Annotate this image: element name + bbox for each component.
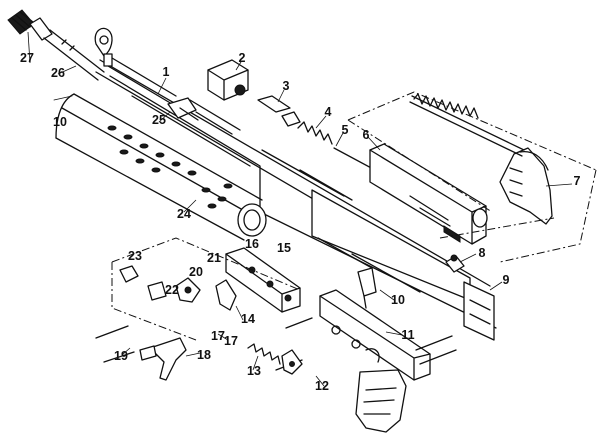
- leader-lines: [27, 31, 573, 387]
- part-number-26: 26: [51, 65, 65, 80]
- part-number-7: 7: [573, 173, 581, 188]
- part-number-11: 11: [401, 327, 415, 342]
- front-sight: [94, 27, 113, 57]
- buttstock: [499, 147, 553, 225]
- part-number-27: 27: [20, 50, 34, 65]
- trigger: [139, 337, 187, 381]
- rear-sight: [445, 254, 465, 273]
- receiver: [95, 59, 497, 341]
- buttstock-plate: [409, 93, 525, 157]
- firing-pin-spring: [297, 121, 333, 145]
- part-number-10-left: 10: [53, 114, 67, 129]
- spring-13: [247, 343, 281, 365]
- part-number-3: 3: [282, 78, 290, 93]
- cocking-handle: [167, 97, 199, 121]
- magazine-catch: [357, 267, 377, 309]
- cocking-tube: [103, 53, 177, 105]
- part-number-17-upper: 17: [224, 333, 238, 348]
- bolt-head-carrier: [207, 59, 249, 101]
- part-number-19: 19: [114, 348, 128, 363]
- barrel: [43, 29, 105, 81]
- part-number-1: 1: [162, 64, 170, 79]
- trigger-group-dashes: [111, 237, 301, 341]
- part-number-17-lower: 17: [211, 328, 225, 343]
- locking-piece: [257, 95, 301, 127]
- part-number-18: 18: [197, 347, 211, 362]
- bolt-carrier: [369, 143, 488, 245]
- hammer: [215, 279, 237, 311]
- part-number-22: 22: [165, 282, 179, 297]
- part-number-6: 6: [362, 127, 370, 142]
- part-number-5: 5: [341, 122, 349, 137]
- part-number-8: 8: [478, 245, 486, 260]
- pistol-grip: [355, 369, 407, 433]
- part-number-16: 16: [245, 236, 259, 251]
- catch-12: [281, 349, 303, 375]
- part-number-23: 23: [128, 248, 142, 263]
- handguard: [55, 93, 267, 241]
- part-number-21: 21: [207, 250, 221, 265]
- flash-hider: [7, 9, 53, 41]
- part-number-2: 2: [238, 50, 246, 65]
- part-number-14: 14: [241, 311, 255, 326]
- part-number-15: 15: [277, 240, 291, 255]
- part-number-20: 20: [189, 264, 203, 279]
- trigger-group-housing: [225, 247, 301, 313]
- buttstock-outline: [347, 91, 597, 263]
- part-number-25: 25: [152, 112, 166, 127]
- part-number-24: 24: [177, 206, 191, 221]
- trigger-housing: [319, 289, 431, 381]
- part-number-12: 12: [315, 378, 329, 393]
- part-number-9: 9: [502, 272, 510, 287]
- lever-set: [119, 265, 201, 303]
- part-number-13: 13: [247, 363, 261, 378]
- part-number-4: 4: [324, 104, 332, 119]
- part-number-10-lower: 10: [391, 292, 405, 307]
